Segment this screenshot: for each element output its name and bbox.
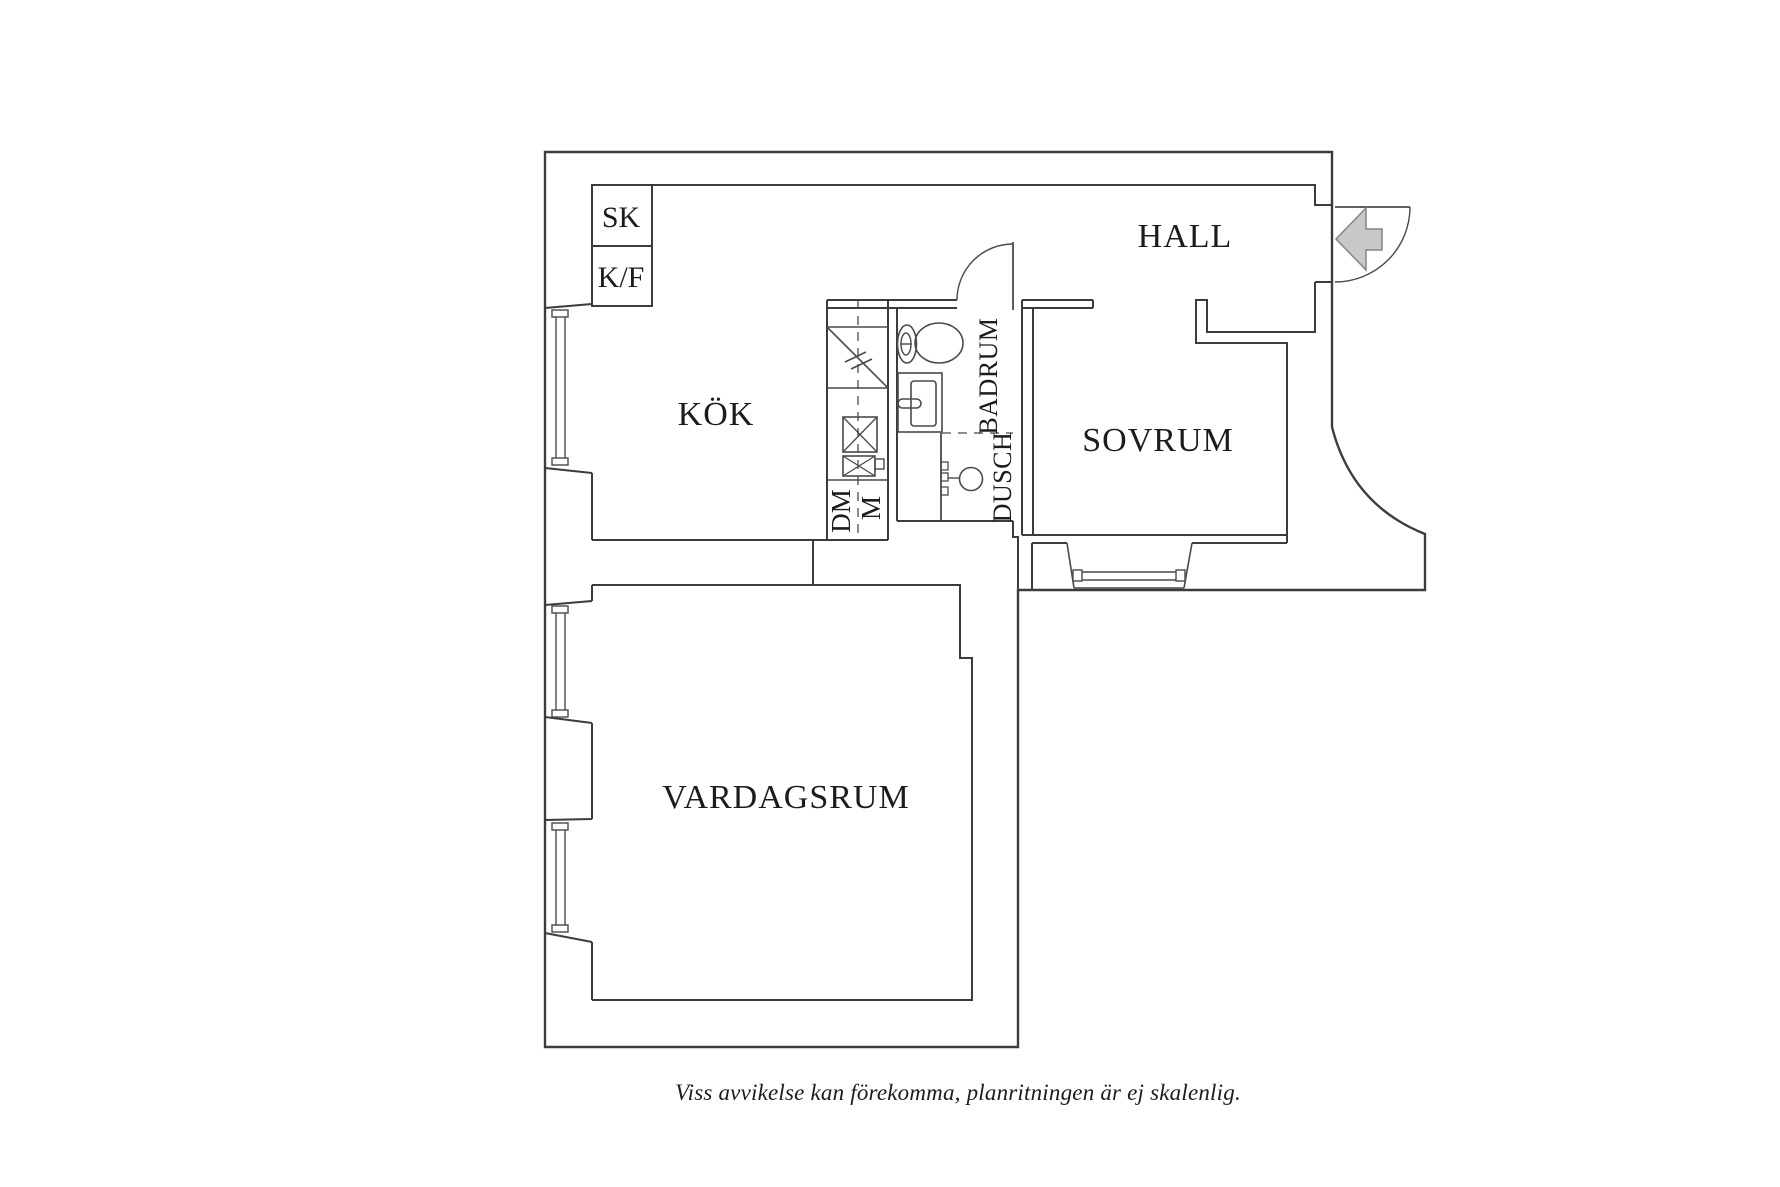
shower-icon xyxy=(940,432,1013,521)
kitchen-faucet-icon xyxy=(874,458,885,470)
sink-faucet-icon xyxy=(897,398,922,409)
entrance-door-swing xyxy=(1334,206,1411,283)
bathroom-sink-icon xyxy=(897,372,943,433)
room-label-badrum: BADRUM xyxy=(974,317,1003,434)
counter-break-mark xyxy=(844,351,873,370)
entrance-arrow-icon xyxy=(1334,206,1383,272)
closet-label-sk: SK xyxy=(602,201,641,234)
livingroom-window-upper xyxy=(551,605,569,718)
room-label-dusch: DUSCH xyxy=(988,432,1017,523)
bedroom-bay-window xyxy=(1066,542,1193,589)
counter-diagonal xyxy=(826,326,889,389)
closet-label-kf: K/F xyxy=(598,261,645,294)
room-label-sovrum: SOVRUM xyxy=(1082,422,1233,459)
kitchen-window xyxy=(551,309,569,466)
disclaimer-caption: Viss avvikelse kan förekomma, planritnin… xyxy=(675,1080,1241,1105)
interior-walls xyxy=(544,184,1332,1001)
kitchen-sink-icon xyxy=(842,416,885,477)
room-label-vardagsrum: VARDAGSRUM xyxy=(662,779,909,816)
appliance-label-m: M xyxy=(856,496,886,520)
closet-kf-box xyxy=(591,245,653,307)
exterior-wall-outline xyxy=(543,150,1427,1049)
bathroom-door-swing xyxy=(956,242,1014,310)
toilet-icon xyxy=(896,322,964,364)
appliance-label-dm: DM xyxy=(826,489,856,533)
room-label-hall: HALL xyxy=(1138,218,1233,255)
kitchen-counter xyxy=(826,300,889,540)
livingroom-window-lower xyxy=(551,822,569,933)
room-label-kok: KÖK xyxy=(678,396,755,433)
